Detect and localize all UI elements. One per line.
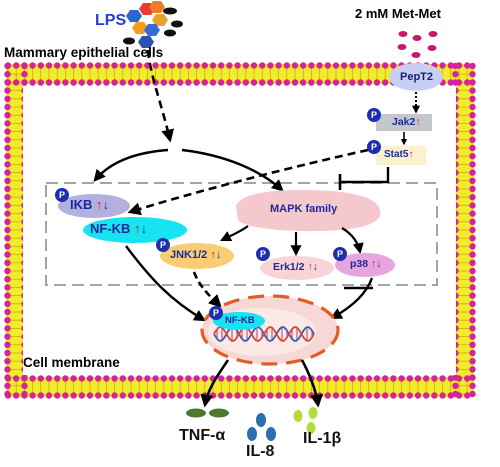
stat5-phospho-icon: P [367,140,381,154]
jnk-down-arrow: ↓ [215,249,222,261]
mapk-family-label: MAPK family [270,203,338,215]
met-met-label: 2 mM Met-Met [355,6,441,21]
met-met-dipeptide-icon [397,31,438,58]
jnk-to-nucleus-arrow [192,271,222,308]
pept2-label: PepT2 [400,71,434,83]
jnk-name: JNK1/2 [170,249,208,261]
ikb-up-arrow: ↑ [96,197,103,212]
stat5-inhibits-mapk [340,167,390,184]
stat5-name: Stat5 [384,149,409,160]
erk-label: Erk1/2 ↑↓ [273,261,318,273]
p38-up-arrow: ↑ [371,258,377,270]
ikb-phospho-icon: P [55,188,69,202]
erk-up-arrow: ↑ [307,261,313,273]
lps-signal-arrow [146,49,175,143]
signaling-complex-box [45,182,438,286]
arrow-to-mapk [181,148,284,192]
mapk-family-shape [236,190,381,232]
stat5-to-ikb-arrow [127,148,369,216]
ikb-down-arrow: ↓ [102,197,110,212]
nucleus-nfkb-protein [213,312,265,330]
nfkb-label: NF-KB ↑↓ [90,221,147,236]
nfkb-protein [83,217,187,243]
nucleus-to-il1b-arrow [300,359,324,408]
il8-molecules [247,413,276,441]
stat5-label: Stat5↑ [384,149,413,160]
p38-protein [335,253,395,277]
ikb-label: IKB ↑↓ [70,197,109,212]
stat5-up-arrow: ↑ [408,149,414,160]
jnk-label: JNK1/2 ↑↓ [170,249,221,261]
p38-to-nucleus-arrow [329,277,374,320]
jak2-phospho-icon: P [367,108,381,122]
nfkb-up-arrow: ↑ [134,221,141,236]
il8-label: IL-8 [246,443,275,460]
il1b-label: IL-1β [303,430,342,447]
mapk-to-jnk-arrow [220,225,249,241]
p38-down-arrow: ↓ [376,258,382,270]
arrow-to-ikb [93,148,169,182]
nucleus-nfkb-phospho-icon: P [209,306,223,320]
jnk-phospho-icon: P [156,238,170,252]
jnk-protein [160,243,234,269]
ikb-protein [58,194,130,218]
nfkb-to-nucleus-arrow [125,245,207,322]
lps-label: LPS [95,12,127,29]
p38-name: p38 [350,258,369,270]
mapk-to-p38-arrow [341,227,364,255]
jak2-box [376,114,432,131]
nfkb-down-arrow: ↓ [140,221,148,236]
erk-protein [260,256,334,280]
p38-label: p38 ↑↓ [350,258,382,270]
nfkb-name: NF-KB [90,221,131,236]
nucleus-to-tnf-arrow [200,359,230,408]
tnf-alpha-molecules [186,408,229,418]
tnf-alpha-label: TNF-α [179,427,226,444]
pept2-transporter [389,63,443,91]
jnk-up-arrow: ↑ [210,249,216,261]
erk-phospho-icon: P [256,247,270,261]
il1b-molecules [293,407,318,434]
erk-down-arrow: ↓ [312,261,318,273]
cell-membrane-label: Cell membrane [23,355,120,370]
stat5-box [376,146,426,165]
nucleus-nfkb-label: NF-KB [225,315,255,326]
ikb-name: IKB [70,197,93,212]
lps-molecule-icon [123,1,183,48]
erk-name: Erk1/2 [273,261,305,273]
jak2-name: Jak2 [392,116,416,128]
mammary-cells-label: Mammary epithelial cells [4,45,164,60]
jak2-up-arrow: ↑ [415,116,421,128]
jak2-label: Jak2↑ [392,116,421,128]
p38-phospho-icon: P [333,247,347,261]
